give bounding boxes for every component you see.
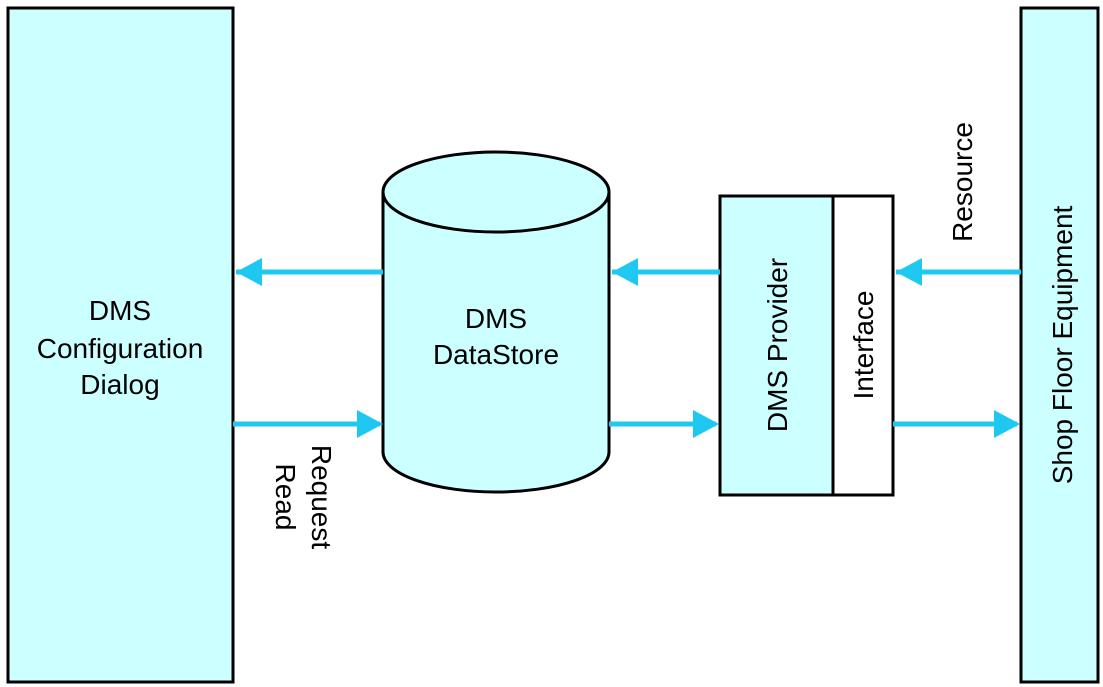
provider-label: DMS Provider: [762, 258, 793, 432]
arrowhead-datastore-to-dialog: [236, 258, 262, 286]
resource-label: Resource: [947, 122, 978, 242]
read-request-label-line1: Read: [270, 464, 301, 531]
read-request-label-line2: Request: [306, 445, 337, 550]
equipment-label: Shop Floor Equipment: [1047, 205, 1078, 484]
config-dialog-box: [6, 6, 235, 684]
arrowhead-dialog-to-datastore: [357, 410, 383, 438]
equipment-box: [1019, 6, 1100, 684]
arrowhead-provider-to-datastore: [612, 258, 638, 286]
config-dialog-label-line1: DMS: [89, 295, 151, 326]
datastore-label-line2: DataStore: [433, 339, 559, 370]
config-dialog-label-line3: Dialog: [80, 369, 159, 400]
arrowhead-equipment-to-interface: [896, 258, 922, 286]
interface-box: [831, 194, 895, 497]
datastore-label-line1: DMS: [465, 303, 527, 334]
datastore-cylinder: [381, 150, 611, 494]
arrowhead-interface-to-equipment: [994, 410, 1020, 438]
arrowhead-datastore-to-provider: [693, 410, 719, 438]
config-dialog-label-line2: Configuration: [37, 333, 204, 364]
interface-label: Interface: [848, 291, 879, 400]
